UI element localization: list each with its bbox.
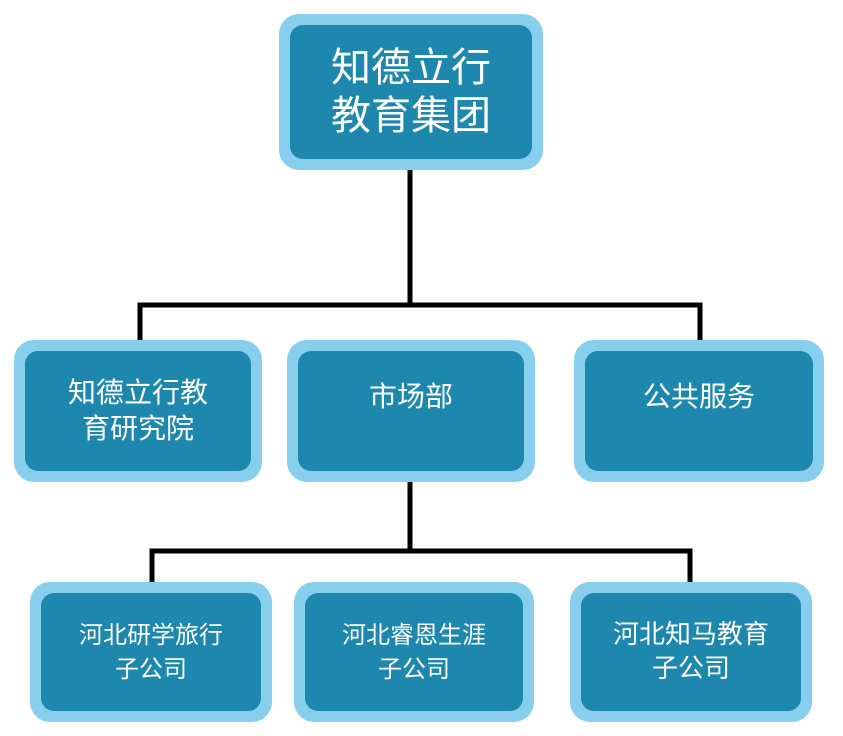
node-study-travel-inner: 河北研学旅行 子公司	[41, 593, 261, 711]
node-zhima: 河北知马教育 子公司	[570, 582, 812, 722]
node-study-travel-line2: 子公司	[115, 655, 187, 683]
node-root-line2: 教育集团	[331, 93, 491, 139]
node-root-group: 知德立行 教育集团	[279, 14, 543, 170]
node-institute: 知德立行教 育研究院	[14, 340, 262, 482]
node-institute-inner: 知德立行教 育研究院	[25, 351, 251, 471]
node-public-service-inner: 公共服务	[585, 351, 813, 471]
node-institute-line1: 知德立行教	[67, 376, 208, 409]
node-root-line1: 知德立行	[331, 45, 491, 91]
node-public-service: 公共服务	[574, 340, 824, 482]
node-zhima-line2: 子公司	[651, 654, 730, 684]
node-marketing-inner: 市场部	[298, 351, 524, 471]
node-study-travel: 河北研学旅行 子公司	[30, 582, 272, 722]
node-zhima-inner: 河北知马教育 子公司	[581, 593, 801, 711]
node-career: 河北睿恩生涯 子公司	[294, 582, 534, 722]
node-study-travel-line1: 河北研学旅行	[79, 621, 223, 649]
node-public-service-line1: 公共服务	[642, 380, 755, 413]
node-institute-line2: 育研究院	[81, 412, 194, 445]
node-career-inner: 河北睿恩生涯 子公司	[305, 593, 523, 711]
node-marketing: 市场部	[287, 340, 535, 482]
node-career-line2: 子公司	[378, 655, 450, 683]
node-root-group-inner: 知德立行 教育集团	[290, 25, 532, 159]
node-career-line1: 河北睿恩生涯	[342, 621, 486, 649]
node-zhima-line1: 河北知马教育	[612, 620, 769, 650]
node-marketing-line1: 市场部	[368, 380, 453, 413]
